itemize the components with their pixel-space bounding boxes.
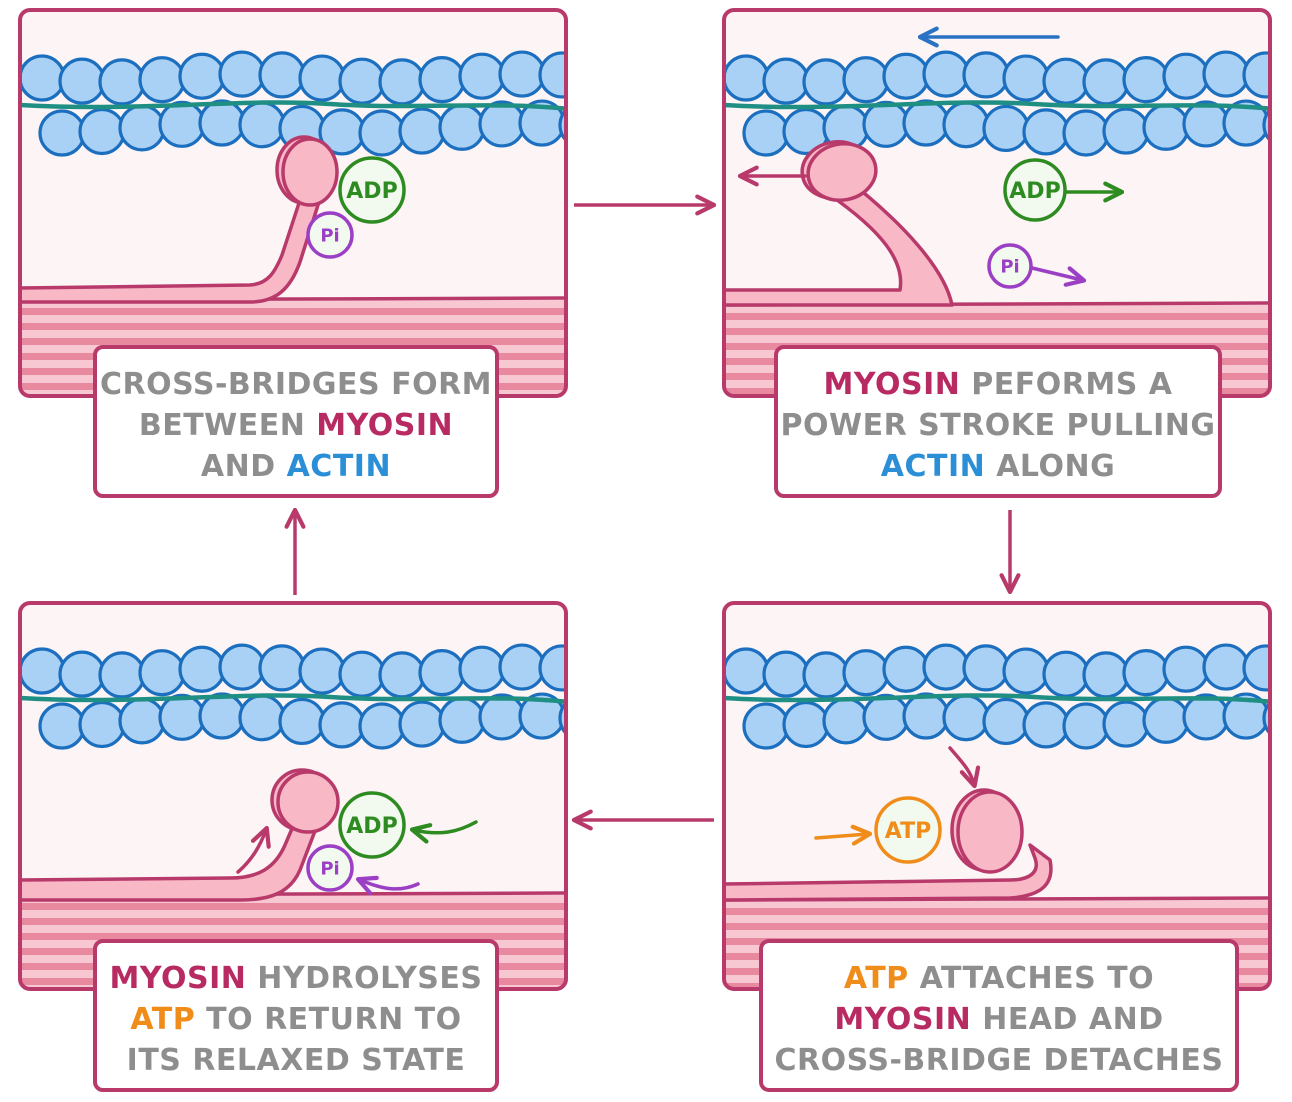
caption-segment: ATP	[844, 961, 909, 996]
caption-power-stroke: MYOSIN PEFORMS A POWER STROKE PULLING ACTI…	[781, 367, 1216, 484]
adp-molecule: ADP	[338, 156, 406, 224]
pi-bind-arrow	[355, 875, 420, 896]
adp-molecule: ADP	[1003, 158, 1067, 222]
caption-segment: BETWEEN	[139, 408, 316, 443]
caption-segment: MYOSIN	[109, 961, 246, 996]
caption-segment: ACTIN	[287, 449, 391, 484]
caption-segment: AND	[201, 449, 287, 484]
actin-filament	[724, 643, 1270, 750]
pi-molecule: Pi	[987, 243, 1033, 289]
label-box-detachment: ATP ATTACHES TO MYOSIN HEAD AND CROSS-BRID…	[759, 939, 1239, 1092]
svg-text:ATP: ATP	[885, 819, 931, 844]
svg-text:ADP: ADP	[346, 814, 397, 839]
actin-filament	[20, 643, 566, 750]
pi-release-arrow	[1030, 266, 1087, 287]
caption-segment: ATTACHES TO	[909, 961, 1154, 996]
tropomyosin-strand	[20, 100, 566, 113]
actin-filament	[724, 50, 1270, 157]
myosin-head	[270, 768, 340, 834]
pi-molecule: Pi	[306, 844, 354, 892]
adp-molecule: ADP	[338, 791, 406, 859]
caption-segment: MYOSIN	[823, 367, 960, 402]
atp-molecule: ATP	[874, 796, 942, 864]
head-recock-arrow	[236, 825, 271, 874]
myosin-head	[275, 135, 339, 207]
label-box-formation: CROSS-BRIDGES FORM BETWEEN MYOSIN AND ACTI…	[93, 345, 499, 498]
caption-segment: PEFORMS A	[960, 367, 1172, 402]
svg-text:Pi: Pi	[320, 225, 339, 246]
caption-segment: HEAD AND	[971, 1002, 1163, 1037]
caption-segment: MYOSIN	[834, 1002, 971, 1037]
svg-text:Pi: Pi	[320, 858, 339, 879]
actin-filament	[20, 50, 566, 157]
caption-segment: ALONG	[985, 449, 1115, 484]
tropomyosin-strand	[724, 100, 1270, 113]
caption-segment: CROSS-BRIDGE DETACHES	[774, 1043, 1223, 1078]
caption-segment: POWER STROKE PULLING	[781, 408, 1216, 443]
atp-bind-arrow	[814, 824, 873, 846]
tropomyosin-strand	[20, 693, 566, 706]
myosin-head	[950, 788, 1024, 874]
panel-tr-content: ADP Pi	[724, 26, 1270, 396]
caption-segment: CROSS-BRIDGES FORM	[100, 367, 492, 402]
caption-segment: ATP	[130, 1002, 195, 1037]
caption-segment: TO RETURN TO	[195, 1002, 461, 1037]
label-box-hydrolysis: MYOSIN HYDROLYSES ATP TO RETURN TO ITS REL…	[93, 939, 499, 1092]
svg-text:ADP: ADP	[1009, 179, 1060, 204]
pi-molecule: Pi	[306, 211, 354, 259]
myosin-neck	[724, 843, 1053, 902]
caption-segment: ITS RELAXED STATE	[127, 1043, 466, 1078]
tropomyosin-strand	[724, 693, 1270, 706]
caption-hydrolysis: MYOSIN HYDROLYSES ATP TO RETURN TO ITS REL…	[109, 961, 482, 1078]
adp-bind-arrow	[409, 820, 478, 844]
caption-detachment: ATP ATTACHES TO MYOSIN HEAD AND CROSS-BRID…	[774, 961, 1223, 1078]
caption-segment: HYDROLYSES	[246, 961, 482, 996]
head-detach-arrow	[948, 746, 981, 789]
svg-text:Pi: Pi	[1000, 256, 1019, 277]
caption-formation: CROSS-BRIDGES FORM BETWEEN MYOSIN AND ACTI…	[100, 367, 492, 484]
caption-segment: ACTIN	[881, 449, 985, 484]
caption-segment: MYOSIN	[316, 408, 453, 443]
myosin-head	[800, 140, 878, 202]
label-box-power-stroke: MYOSIN PEFORMS A POWER STROKE PULLING ACTI…	[774, 345, 1222, 498]
svg-text:ADP: ADP	[346, 179, 397, 204]
